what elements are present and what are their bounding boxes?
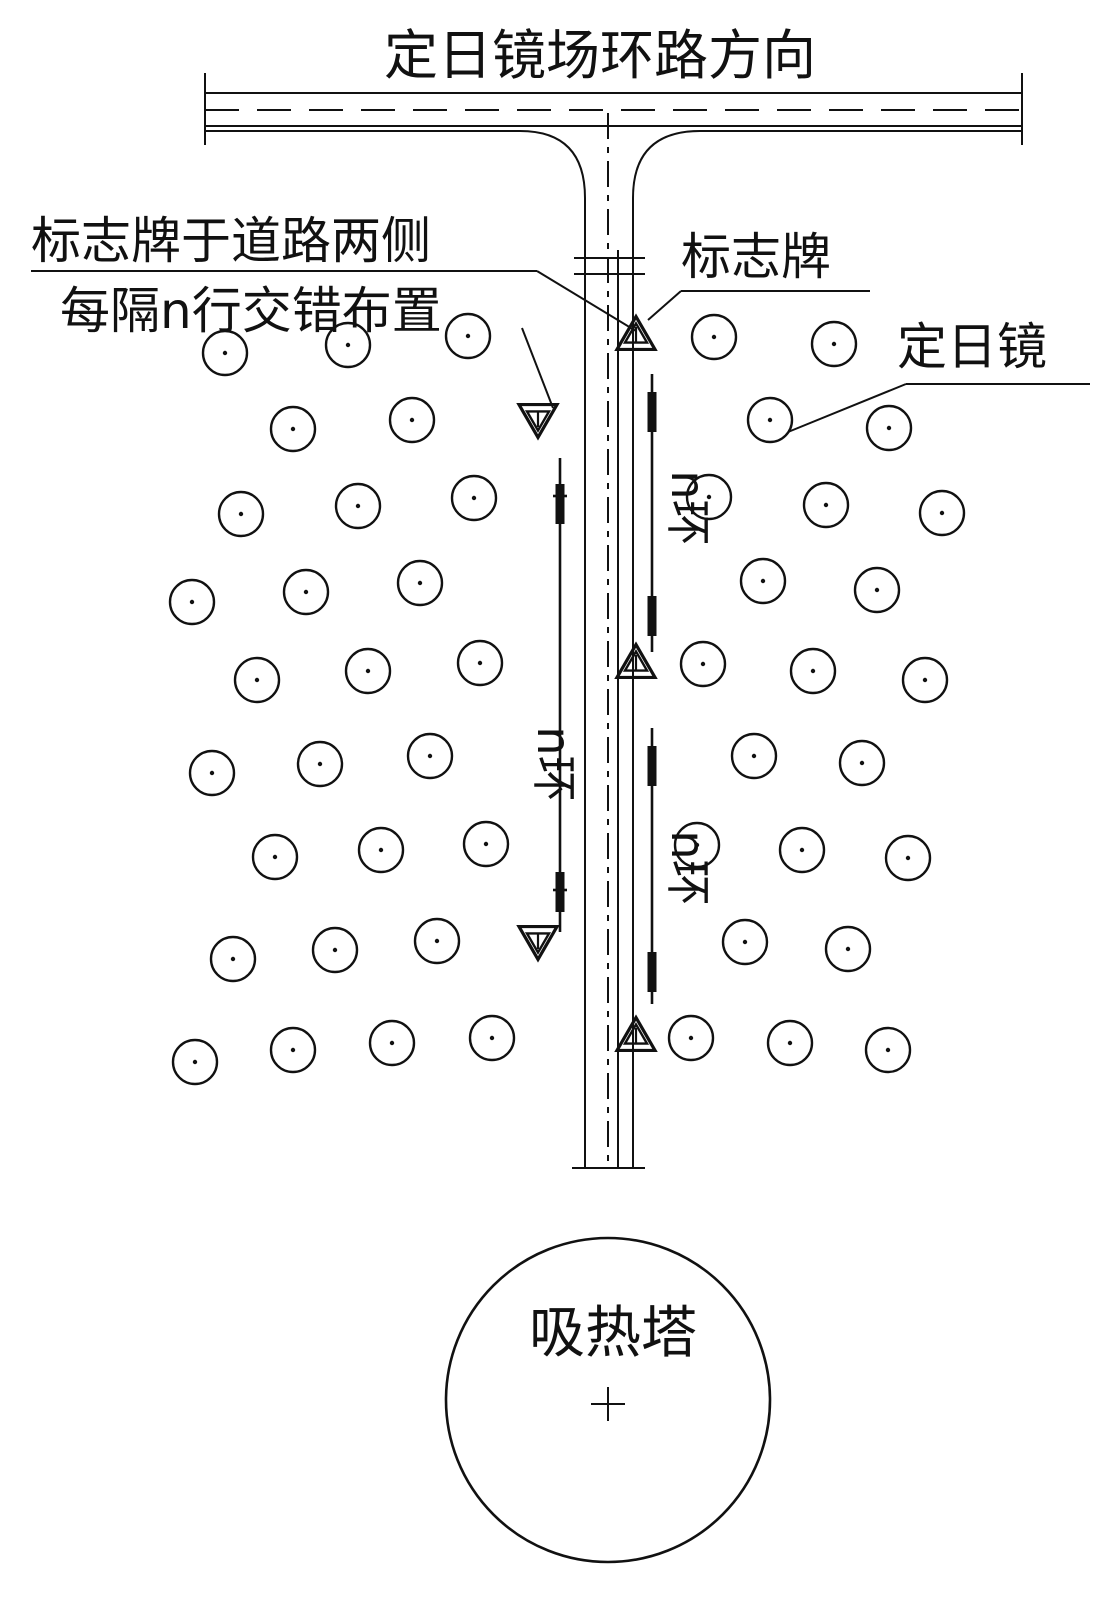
heliostat-icon bbox=[673, 821, 721, 869]
tower-label: 吸热塔 bbox=[529, 1301, 697, 1366]
heliostat-icon bbox=[201, 329, 249, 377]
sign-rule-line-1: 标志牌于道路两侧 bbox=[31, 212, 431, 270]
heliostat-icon bbox=[413, 917, 461, 965]
heliostat-icon bbox=[251, 833, 299, 881]
heliostat-icon bbox=[188, 749, 236, 797]
heliostat-icon bbox=[368, 1019, 416, 1067]
heliostat-icon bbox=[778, 826, 826, 874]
ring-spacing-right-top bbox=[647, 374, 657, 652]
heliostat-label: 定日镜 bbox=[897, 318, 1047, 376]
heliostat-icon bbox=[269, 1026, 317, 1074]
heliostat-icon bbox=[456, 639, 504, 687]
heliostat-icon bbox=[388, 396, 436, 444]
heliostat-icon bbox=[789, 647, 837, 695]
heliostat-icon bbox=[884, 834, 932, 882]
access-road bbox=[205, 113, 1022, 1169]
ring-label-right-top: n环 bbox=[661, 470, 715, 545]
heliostat-icon bbox=[918, 489, 966, 537]
heliostat-icon bbox=[864, 1026, 912, 1074]
ring-road bbox=[204, 73, 1023, 145]
heliostat-icon bbox=[766, 1019, 814, 1067]
heliostat-icon bbox=[810, 320, 858, 368]
heliostat-icon bbox=[901, 656, 949, 704]
heliostat-leader bbox=[787, 383, 1090, 433]
heliostat-icon bbox=[209, 935, 257, 983]
heliostat-icon bbox=[721, 918, 769, 966]
heliostat-icon bbox=[690, 313, 738, 361]
heliostat-icon bbox=[853, 566, 901, 614]
heliostat-icon bbox=[269, 405, 317, 453]
heliostat-icon bbox=[406, 732, 454, 780]
heliostat-icon bbox=[296, 740, 344, 788]
heliostat-icon bbox=[334, 482, 382, 530]
heliostat-icon bbox=[739, 557, 787, 605]
heliostat-icon bbox=[667, 1014, 715, 1062]
sign-group bbox=[516, 313, 658, 1053]
heliostat-icon bbox=[357, 826, 405, 874]
heliostat-icon bbox=[462, 820, 510, 868]
heliostat-icon bbox=[838, 739, 886, 787]
heliostat-group bbox=[168, 312, 966, 1086]
sign-leader bbox=[647, 290, 870, 321]
absorber-tower bbox=[444, 1236, 772, 1564]
heliostat-icon bbox=[824, 925, 872, 973]
sign-down-triangle-icon bbox=[516, 402, 560, 441]
ring-spacing-right-bottom bbox=[647, 728, 657, 1004]
heliostat-icon bbox=[311, 926, 359, 974]
heliostat-icon bbox=[450, 474, 498, 522]
ring-label-left: n环 bbox=[527, 726, 581, 801]
sign-up-triangle-icon bbox=[614, 641, 658, 680]
sign-rule-leaders bbox=[31, 270, 637, 409]
heliostat-icon bbox=[444, 312, 492, 360]
heliostat-icon bbox=[802, 481, 850, 529]
heliostat-icon bbox=[746, 396, 794, 444]
heliostat-icon bbox=[865, 404, 913, 452]
heliostat-icon bbox=[168, 578, 216, 626]
heliostat-icon bbox=[468, 1014, 516, 1062]
tower-center-icon bbox=[591, 1387, 625, 1421]
heliostat-icon bbox=[730, 732, 778, 780]
heliostat-icon bbox=[217, 490, 265, 538]
heliostat-icon bbox=[282, 568, 330, 616]
heliostat-icon bbox=[324, 321, 372, 369]
heliostat-icon bbox=[233, 656, 281, 704]
sign-rule-line-2: 每隔n行交错布置 bbox=[60, 282, 442, 340]
ring-spacing-left bbox=[553, 458, 567, 932]
heliostat-icon bbox=[344, 647, 392, 695]
sign-label: 标志牌 bbox=[681, 228, 831, 286]
heliostat-icon bbox=[679, 640, 727, 688]
sign-up-triangle-icon bbox=[614, 1014, 658, 1053]
sign-down-triangle-icon bbox=[516, 924, 560, 963]
heliostat-icon bbox=[396, 559, 444, 607]
road-direction-label: 定日镜场环路方向 bbox=[384, 24, 816, 87]
heliostat-icon bbox=[685, 473, 733, 521]
sign-up-triangle-icon bbox=[614, 313, 658, 352]
heliostat-icon bbox=[171, 1038, 219, 1086]
ring-label-right-bottom: n环 bbox=[661, 830, 715, 905]
